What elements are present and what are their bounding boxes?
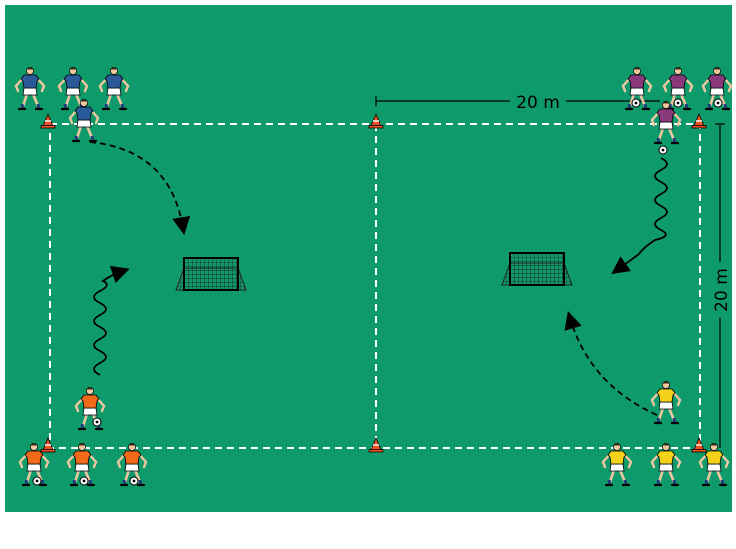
ball-icon	[632, 99, 640, 107]
goal-icon	[176, 258, 246, 290]
ball-icon	[80, 477, 88, 485]
ball-icon	[33, 477, 41, 485]
ball-icon	[674, 99, 682, 107]
ball-icon	[659, 146, 667, 154]
height-label: 20 m	[712, 268, 732, 312]
ball-icon	[130, 477, 138, 485]
ball-icon	[93, 418, 101, 426]
width-label: 20 m	[516, 93, 560, 113]
goal-icon	[502, 253, 572, 285]
ball-icon	[714, 99, 722, 107]
